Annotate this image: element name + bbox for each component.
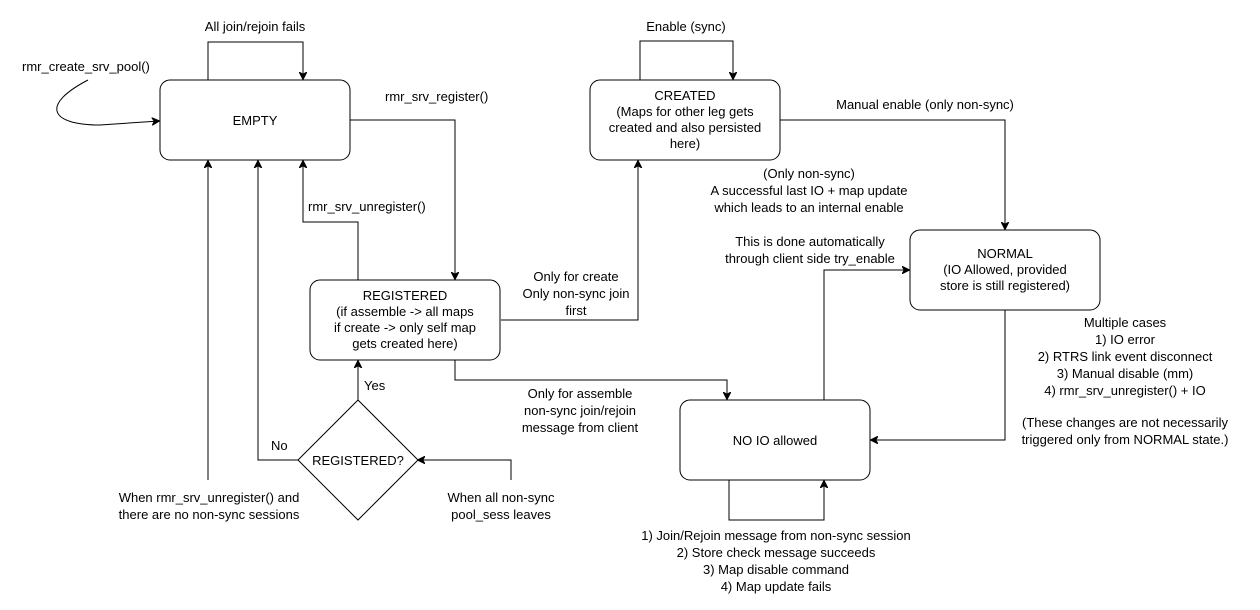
edge-created-to-normal	[780, 119, 1005, 229]
label-manual-enable: Manual enable (only non-sync)	[836, 97, 1014, 112]
label-all-join-fails: All join/rejoin fails	[205, 19, 306, 34]
label-manual-enable-line: Manual enable (only non-sync)	[836, 97, 1014, 112]
label-only-assemble-line: message from client	[522, 420, 639, 435]
edge-empty-self-loop	[207, 41, 303, 80]
label-srv-register: rmr_srv_register()	[385, 89, 488, 104]
edge-created-self-loop	[639, 40, 733, 80]
label-non-sync-internal: (Only non-sync) A successful last IO + ma…	[711, 166, 908, 215]
state-created-label-line: created and also persisted	[609, 120, 761, 135]
state-no-io-label: NO IO allowed	[733, 433, 818, 448]
state-registered-label-line: gets created here)	[352, 336, 458, 351]
state-normal-label-line: NORMAL	[977, 246, 1033, 261]
label-no-line: No	[271, 438, 288, 453]
label-unregister-no-sessions: When rmr_srv_unregister() and there are n…	[119, 490, 300, 522]
state-created-label-line: CREATED	[654, 88, 715, 103]
state-empty	[159, 79, 351, 161]
label-auto-enable-line: through client side try_enable	[725, 251, 895, 266]
label-only-assemble-line: Only for assemble	[528, 386, 633, 401]
state-created-label-line: (Maps for other leg gets	[616, 104, 754, 119]
label-non-sync-internal-line: (Only non-sync)	[763, 166, 855, 181]
label-no-io-loop-line: 2) Store check message succeeds	[677, 545, 876, 560]
decision-label: REGISTERED?	[312, 453, 404, 468]
label-no: No	[271, 438, 288, 453]
label-only-create-line: Only non-sync join	[523, 286, 630, 301]
edge-no-io-self-loop	[728, 480, 824, 521]
label-not-necessarily-line: triggered only from NORMAL state.)	[1022, 432, 1229, 447]
label-all-join-fails-line: All join/rejoin fails	[205, 19, 306, 34]
label-non-sync-internal-line: A successful last IO + map update	[711, 183, 908, 198]
state-created-label-line: here)	[670, 136, 700, 151]
label-yes: Yes	[364, 378, 386, 393]
state-created	[589, 79, 781, 161]
label-unregister-no-sessions-line: When rmr_srv_unregister() and	[119, 490, 300, 505]
label-not-necessarily-line: (These changes are not necessarily	[1022, 415, 1228, 430]
edge-registered-to-created	[501, 161, 638, 321]
state-normal	[909, 229, 1101, 311]
label-create-pool-line: rmr_create_srv_pool()	[22, 59, 150, 74]
label-pool-sess-leaves-line: When all non-sync	[448, 490, 555, 505]
edge-registered-to-no-io	[454, 360, 727, 399]
state-empty-label-line: EMPTY	[233, 113, 278, 128]
label-multiple-cases-line: 3) Manual disable (mm)	[1057, 366, 1194, 381]
label-no-io-loop-line: 4) Map update fails	[721, 579, 832, 594]
label-unregister-no-sessions-line: there are no non-sync sessions	[119, 507, 300, 522]
decision-label-line: REGISTERED?	[312, 453, 404, 468]
label-only-assemble-line: non-sync join/rejoin	[524, 403, 636, 418]
label-create-pool: rmr_create_srv_pool()	[22, 59, 150, 74]
edge-decision-no	[258, 161, 299, 461]
state-normal-label-line: (IO Allowed, provided	[943, 262, 1067, 277]
label-no-io-loop-line: 3) Map disable command	[703, 562, 849, 577]
label-multiple-cases: Multiple cases 1) IO error 2) RTRS link ev…	[1038, 315, 1213, 398]
decision-registered	[297, 399, 419, 521]
label-auto-enable-line: This is done automatically	[735, 234, 885, 249]
label-auto-enable: This is done automatically through client…	[725, 234, 895, 266]
state-empty-label: EMPTY	[233, 113, 278, 128]
label-pool-sess-leaves: When all non-sync pool_sess leaves	[448, 490, 555, 522]
label-no-io-loop: 1) Join/Rejoin message from non-sync ses…	[641, 528, 911, 594]
label-non-sync-internal-line: which leads to an internal enable	[713, 200, 903, 215]
label-only-create-line: first	[566, 303, 587, 318]
state-no-io	[679, 399, 871, 481]
label-srv-unregister: rmr_srv_unregister()	[308, 199, 426, 214]
edge-no-io-to-normal	[823, 270, 909, 400]
edge-empty-to-registered	[350, 119, 455, 279]
edge-normal-to-no-io	[871, 310, 1006, 440]
state-normal-label-line: store is still registered)	[940, 278, 1070, 293]
label-srv-register-line: rmr_srv_register()	[385, 89, 488, 104]
state-no-io-label-line: NO IO allowed	[733, 433, 818, 448]
state-registered-label-line: if create -> only self map	[334, 320, 476, 335]
label-enable-sync: Enable (sync)	[646, 19, 725, 34]
label-pool-sess-leaves-line: pool_sess leaves	[451, 507, 551, 522]
label-srv-unregister-line: rmr_srv_unregister()	[308, 199, 426, 214]
label-only-create-line: Only for create	[533, 269, 618, 284]
edge-pool-sess-to-decision	[418, 460, 512, 480]
label-multiple-cases-line: 4) rmr_srv_unregister() + IO	[1044, 383, 1205, 398]
label-yes-line: Yes	[364, 378, 386, 393]
edge-registered-to-empty	[303, 161, 359, 280]
edge-create-pool	[56, 79, 159, 126]
state-registered-label-line: (if assemble -> all maps	[336, 304, 474, 319]
label-multiple-cases-line: 1) IO error	[1095, 332, 1156, 347]
label-multiple-cases-line: Multiple cases	[1084, 315, 1167, 330]
state-registered-label-line: REGISTERED	[363, 288, 448, 303]
label-only-assemble: Only for assemble non-sync join/rejoin mes…	[522, 386, 639, 435]
label-no-io-loop-line: 1) Join/Rejoin message from non-sync ses…	[641, 528, 911, 543]
label-enable-sync-line: Enable (sync)	[646, 19, 725, 34]
label-multiple-cases-line: 2) RTRS link event disconnect	[1038, 349, 1213, 364]
label-not-necessarily: (These changes are not necessarily trigge…	[1022, 415, 1229, 447]
state-registered	[309, 279, 501, 361]
